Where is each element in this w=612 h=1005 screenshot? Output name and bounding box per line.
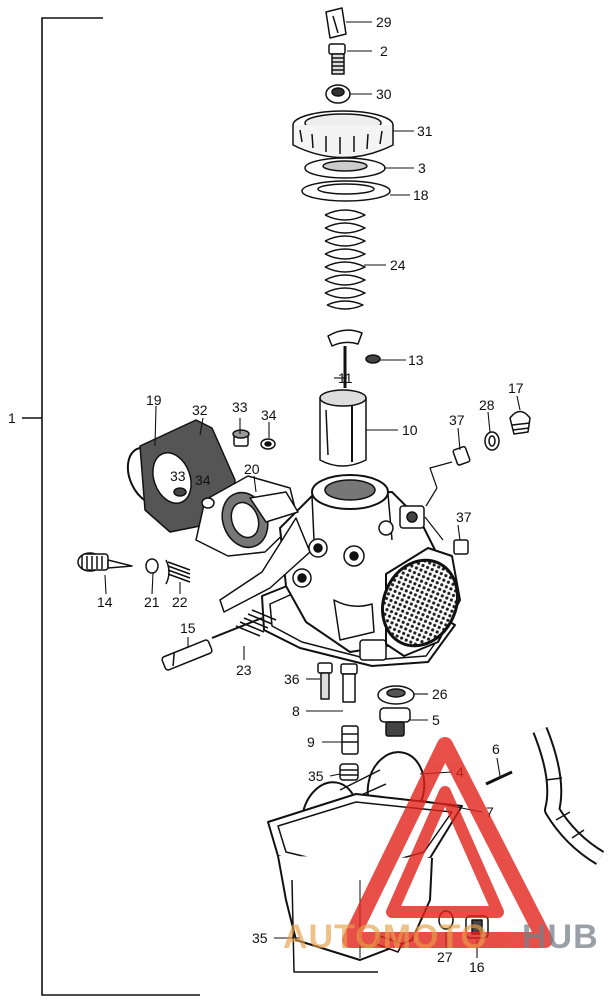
part-label: 9	[307, 734, 315, 750]
part-label: 8	[292, 703, 300, 719]
part-label: 37	[449, 412, 465, 428]
part-label: 28	[479, 397, 495, 413]
leader-lines	[104, 21, 521, 958]
watermark-text-right: HUB	[522, 918, 599, 956]
part-label: 6	[492, 741, 500, 757]
part-label: 10	[402, 422, 418, 438]
part-label: 31	[417, 123, 433, 139]
part-label: 2	[380, 43, 388, 59]
part-labels: 1 29 2 30 31 3 18 24 13 11 10 19 32 33 3…	[8, 14, 524, 975]
part-label: 7	[486, 804, 494, 820]
watermark-text-left: AUTOMOTO	[283, 918, 488, 956]
part-label: 13	[408, 352, 424, 368]
watermark-logo: AUTOMOTO HUB	[283, 737, 599, 956]
part-label: 16	[469, 959, 485, 975]
part-label: 23	[236, 662, 252, 678]
part-label: 37	[456, 509, 472, 525]
part-label: 15	[180, 620, 196, 636]
part-label: 18	[413, 187, 429, 203]
part-label: 33	[232, 399, 248, 415]
part-label: 33	[170, 468, 186, 484]
part-label: 32	[192, 402, 208, 418]
part-label: 27	[437, 949, 453, 965]
assembly-bracket	[22, 17, 200, 996]
part-label: 34	[261, 407, 277, 423]
part-label: 3	[418, 160, 426, 176]
part-label: 35	[308, 768, 324, 784]
part-label: 5	[432, 712, 440, 728]
part-label: 21	[144, 594, 160, 610]
part-label: 30	[376, 86, 392, 102]
part-label: 34	[195, 472, 211, 488]
part-label: 20	[244, 461, 260, 477]
part-label: 36	[284, 671, 300, 687]
part-label: 14	[97, 594, 113, 610]
part-label: 22	[172, 594, 188, 610]
part-label: 24	[390, 257, 406, 273]
part-label: 29	[376, 14, 392, 30]
part-label: 17	[508, 380, 524, 396]
part-label: 11	[338, 370, 353, 386]
part-drawings	[77, 7, 605, 973]
part-label-assembly: 1	[8, 410, 16, 426]
part-label: 19	[146, 392, 162, 408]
part-label: 26	[432, 686, 448, 702]
warning-triangle-icon	[342, 737, 553, 948]
part-label: 35	[252, 930, 268, 946]
